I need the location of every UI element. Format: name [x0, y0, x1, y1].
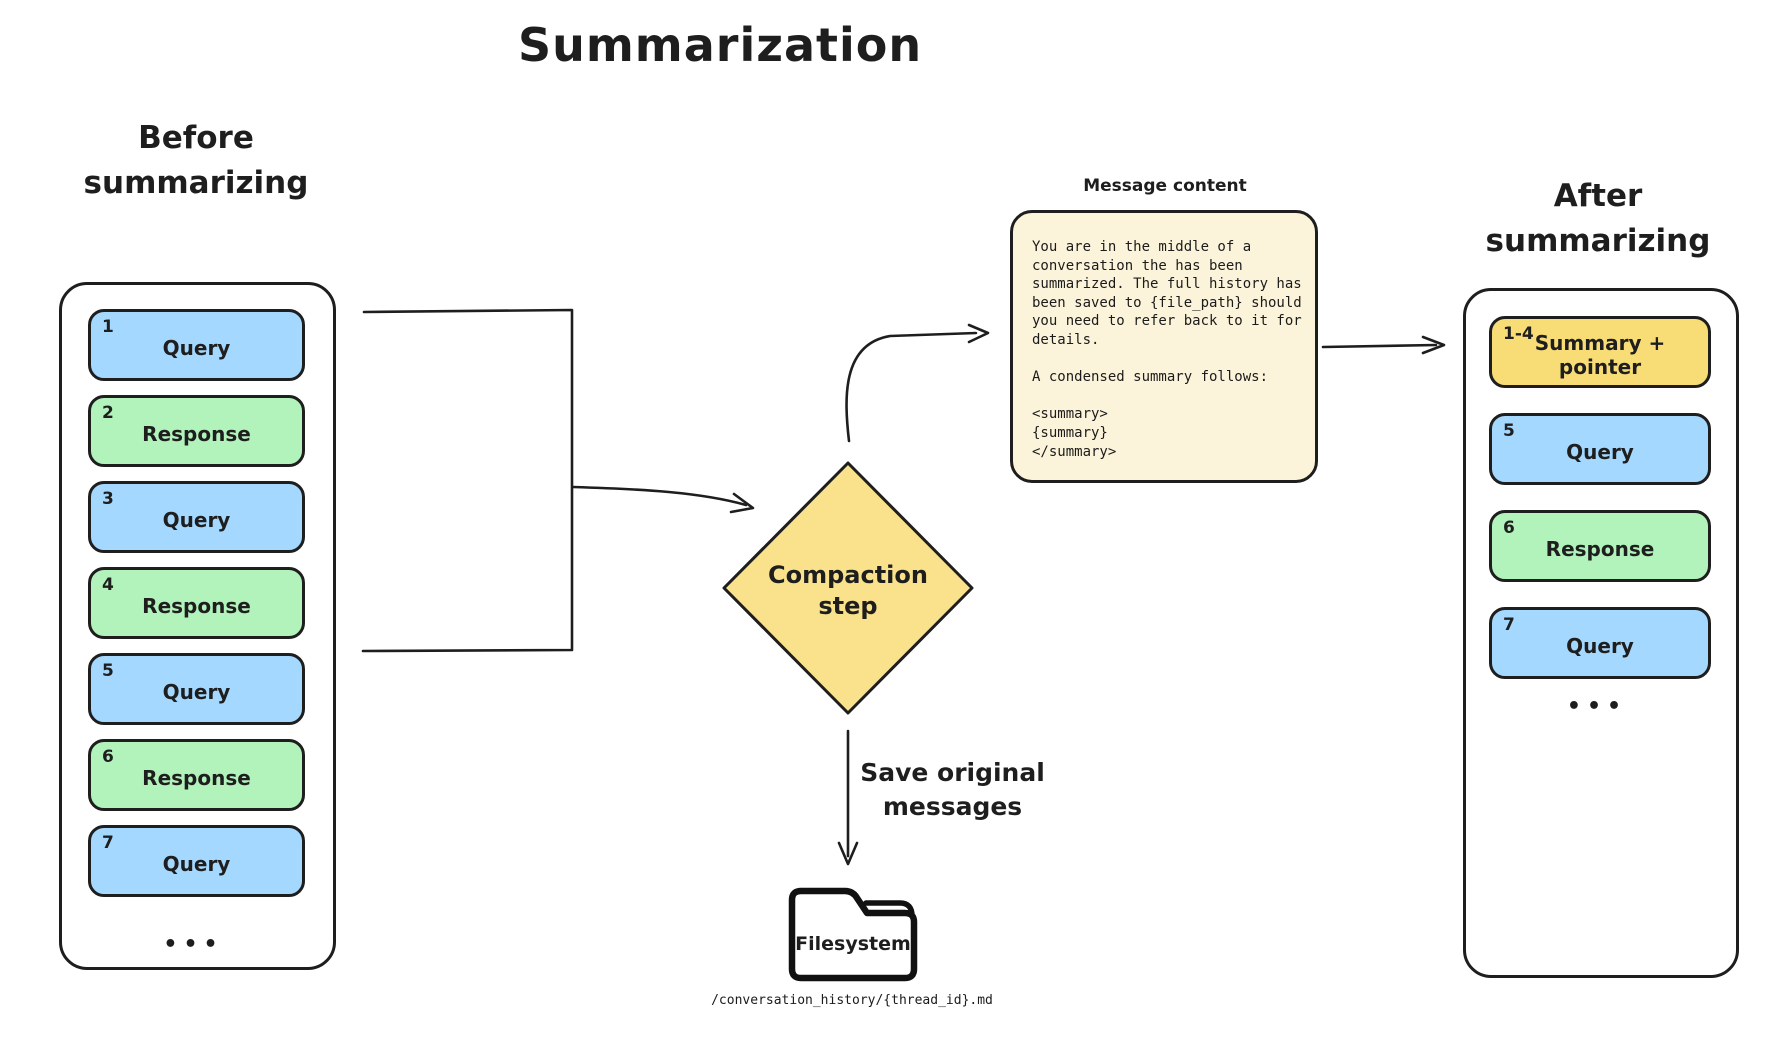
ellipsis-after: •••: [1566, 694, 1628, 719]
after-summarizing-label: After summarizing: [1485, 178, 1711, 259]
message-label: Response: [142, 594, 251, 618]
message-label: Query: [1566, 634, 1634, 658]
after-messages-container: 1-4 Summary + pointer 5 Query 6 Response…: [1463, 288, 1739, 978]
ellipsis-before: •••: [163, 932, 224, 957]
message-number: 2: [102, 403, 114, 423]
message-label: Response: [142, 766, 251, 790]
message-content-note: You are in the middle of a conversation …: [1010, 210, 1318, 483]
message-number: 7: [102, 833, 114, 853]
message-label: Response: [142, 422, 251, 446]
message-number: 1-4: [1503, 324, 1534, 344]
message-box: 5 Query: [1489, 413, 1711, 485]
message-label: Query: [162, 336, 231, 360]
group-bracket: [361, 308, 574, 653]
arrowhead: [837, 841, 859, 866]
message-content-body: You are in the middle of a conversation …: [1032, 239, 1302, 460]
message-box: 5 Query: [88, 653, 305, 725]
folder-back-flap: [863, 900, 915, 933]
message-content-title: Message content: [1083, 176, 1247, 196]
message-box: 6 Response: [1489, 510, 1711, 582]
message-number: 7: [1503, 615, 1515, 635]
note-to-after-arrow: [1321, 343, 1438, 349]
bracket-to-compaction-arrow: [571, 485, 748, 507]
before-messages-container: 1 Query 2 Response 3 Query 4 Response 5 …: [59, 282, 336, 970]
message-number: 5: [1503, 421, 1515, 441]
message-number: 5: [102, 661, 114, 681]
message-box: 2 Response: [88, 395, 305, 467]
message-label: Query: [162, 852, 231, 876]
arrowhead: [729, 492, 755, 514]
message-box: 4 Response: [88, 567, 305, 639]
message-label: Response: [1545, 537, 1655, 561]
filesystem-label: Filesystem: [795, 933, 911, 955]
save-original-messages-label: Save original messages: [860, 758, 1045, 821]
before-summarizing-label: Before summarizing: [83, 120, 309, 201]
message-box: 7 Query: [1489, 607, 1711, 679]
arrowhead: [1421, 335, 1446, 355]
compaction-step-label: Compaction step: [768, 561, 928, 621]
message-label: Query: [162, 680, 231, 704]
message-box: 6 Response: [88, 739, 305, 811]
message-box: 1 Query: [88, 309, 305, 381]
message-box: 1-4 Summary + pointer: [1489, 316, 1711, 388]
message-number: 3: [102, 489, 114, 509]
filesystem-path: /conversation_history/{thread_id}.md: [711, 993, 993, 1008]
message-number: 1: [102, 317, 114, 337]
message-label: Summary + pointer: [1534, 331, 1666, 379]
page-title: Summarization: [518, 18, 923, 72]
message-number: 4: [102, 575, 114, 595]
arrowhead: [967, 323, 990, 344]
compaction-to-note-arrow: [845, 331, 978, 443]
message-number: 6: [1503, 518, 1515, 538]
message-label: Query: [162, 508, 231, 532]
message-box: 3 Query: [88, 481, 305, 553]
message-box: 7 Query: [88, 825, 305, 897]
message-label: Query: [1566, 440, 1634, 464]
message-number: 6: [102, 747, 114, 767]
